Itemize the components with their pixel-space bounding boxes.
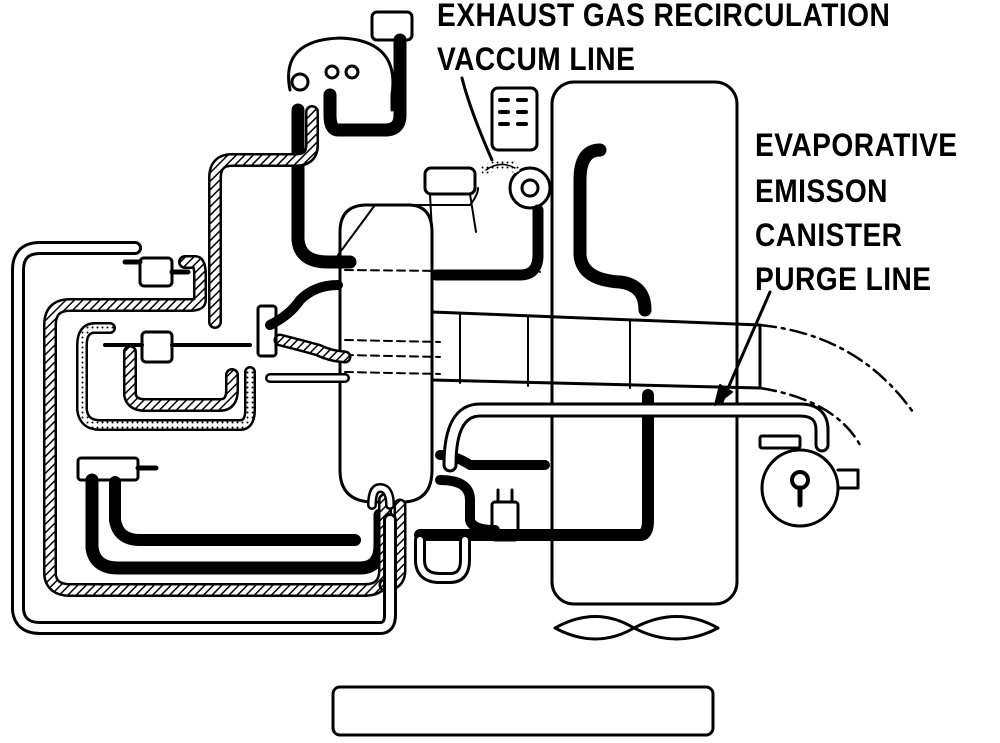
internal-lines: [344, 269, 541, 375]
egr-label-line-2: VACCUM LINE: [437, 41, 636, 77]
evap-canister-cap: [758, 434, 802, 450]
black-hose-bottom: [85, 473, 387, 575]
throttle-neck: [429, 193, 477, 233]
hatched-hose-center-fill: [276, 336, 349, 361]
black-hose-long: [414, 389, 654, 541]
egr-valve-ports: [498, 98, 528, 126]
black-hose-egr-down: [430, 204, 544, 281]
vacuum-valve-upper-stem: [122, 259, 191, 275]
egr-vacuum-line-outline: [485, 163, 516, 171]
air-cleaner-housing: [338, 203, 434, 504]
egr-valve-body: [490, 86, 539, 152]
egr-solenoid-core: [520, 178, 540, 198]
hatched-hose-mid-fill: [125, 347, 237, 410]
black-hose-s2: [435, 475, 500, 535]
vacuum-valve-middle: [140, 330, 174, 364]
white-hose-mid-inner: [78, 324, 254, 429]
hatched-hose-top-fill: [210, 107, 317, 327]
evap-label-line-1: EVAPORATIVE: [755, 127, 958, 163]
caption-box: [331, 685, 715, 737]
vacuum-port-2: [324, 64, 340, 80]
housing-top: [337, 187, 479, 256]
vacuum-port-1: [290, 72, 310, 92]
evap-label-line-3: CANISTER: [755, 217, 903, 253]
egr-solenoid: [508, 166, 552, 210]
intake-tube-sections: [459, 312, 631, 389]
black-hose-right: [573, 143, 652, 317]
evap-label-line-4: PURGE LINE: [755, 261, 932, 297]
evap-label-line-2: EMISSON: [755, 173, 888, 209]
black-hose-left-mid: [265, 280, 343, 330]
white-hose-evap-inner: [445, 405, 827, 470]
evap-leader-line: [720, 290, 772, 404]
black-hose-bottom-2: [109, 476, 361, 546]
intake-tube: [430, 310, 762, 390]
white-hose-outer-inner: [14, 244, 394, 632]
hatched-hose-left-fill: [45, 257, 390, 595]
fan-blade: [553, 615, 720, 641]
egr-label-line-1: EXHAUST GAS RECIRCULATION: [437, 0, 891, 33]
white-hose-u-inner: [417, 537, 468, 581]
vacuum-switch: [256, 304, 278, 358]
radiator-body: [550, 80, 739, 606]
vacuum-advance: [287, 36, 395, 112]
vacuum-valve-upper: [138, 256, 174, 288]
intake-duct-curve-2: [758, 386, 862, 447]
hatched-hose-mid: [123, 345, 239, 412]
egr-leader-line: [460, 76, 494, 162]
vacuum-valve-top: [370, 10, 414, 42]
tee-connector: [490, 500, 520, 542]
vacuum-port-3: [344, 64, 360, 80]
black-hose-top: [291, 33, 407, 269]
tee-connector-top: [496, 488, 514, 504]
throttle-cap: [423, 166, 477, 196]
evap-canister-side: [836, 468, 860, 490]
intake-duct-curve: [758, 323, 917, 417]
white-hose-loop-inner: [369, 485, 393, 508]
evap-leader-arrowhead: [714, 384, 733, 406]
